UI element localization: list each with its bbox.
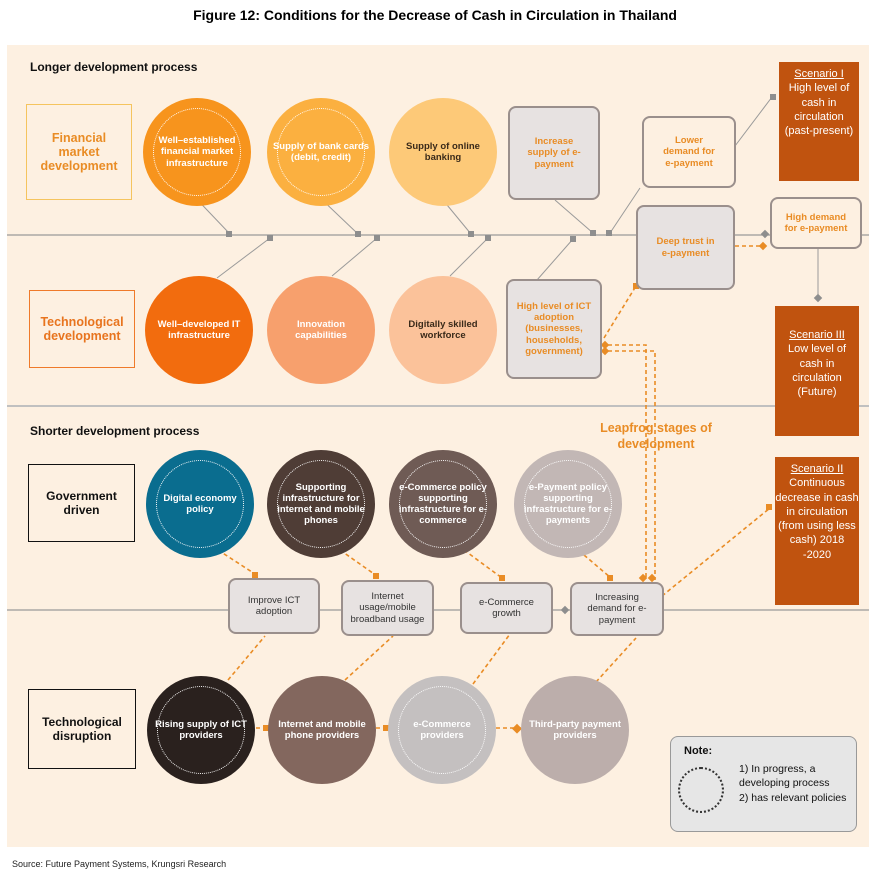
circle-ict-providers: Rising supply of ICT providers xyxy=(147,676,255,784)
circle-ecommerce-policy: e-Commerce policy supporting infrastruct… xyxy=(389,450,497,558)
circle-third-party-payment-providers: Third-party payment providers xyxy=(521,676,629,784)
circle-digitally-skilled-workforce: Digitally skilled workforce xyxy=(389,276,497,384)
source-note: Source: Future Payment Systems, Krungsri… xyxy=(12,859,227,869)
scenario-2-heading: Scenario II xyxy=(790,463,844,475)
circle-innovation-capabilities: Innovation capabilities xyxy=(267,276,375,384)
scenario-1-text: High level of cash in circulation (past-… xyxy=(784,82,854,138)
circle-supply-bank-cards: Supply of bank cards (debit, credit) xyxy=(267,98,375,206)
circle-label: Supporting infrastructure for internet a… xyxy=(277,481,365,527)
scenario-3-box: Scenario III Low level of cash in circul… xyxy=(775,306,859,436)
circle-ecommerce-providers: e-Commerce providers xyxy=(388,676,496,784)
circle-label: e-Commerce providers xyxy=(413,718,471,741)
in-progress-ring-icon xyxy=(398,686,486,774)
circle-digital-economy-policy: Digital economy policy xyxy=(146,450,254,558)
circle-label: e-Commerce policy supporting infrastruct… xyxy=(398,481,488,527)
figure-title: Figure 12: Conditions for the Decrease o… xyxy=(193,7,677,23)
circle-supply-online-banking: Supply of online banking xyxy=(389,98,497,206)
circle-label: Internet and mobile phone providers xyxy=(278,718,366,741)
circle-label: Innovation capabilities xyxy=(295,318,347,341)
scenario-3-text: Low level of cash in circulation (Future… xyxy=(787,343,847,399)
scenario-2-text: Continuous decrease in cash in circulati… xyxy=(775,477,859,561)
in-progress-ring-icon xyxy=(156,460,244,548)
box-increasing-demand-epayment: Increasing demand for e-payment xyxy=(570,582,664,636)
section-title-shorter: Shorter development process xyxy=(30,424,200,438)
category-financial-market-development: Financial market development xyxy=(26,104,132,200)
box-ecommerce-growth: e-Commerce growth xyxy=(460,582,553,634)
scenario-3-heading: Scenario III xyxy=(789,329,845,341)
circle-label: Digitally skilled workforce xyxy=(408,318,478,341)
circle-label: Well–established financial market infras… xyxy=(158,135,236,169)
scenario-1-box: Scenario I High level of cash in circula… xyxy=(779,62,859,181)
scenario-2-box: Scenario II Continuous decrease in cash … xyxy=(775,457,859,605)
circle-label: Well–developed IT infrastructure xyxy=(157,318,241,341)
box-deep-trust-epayment: Deep trust in e-payment xyxy=(636,205,735,290)
box-internet-usage: Internet usage/mobile broadband usage xyxy=(341,580,434,636)
in-progress-ring-icon xyxy=(157,686,245,774)
in-progress-ring-icon xyxy=(277,108,365,196)
circle-internet-infrastructure: Supporting infrastructure for internet a… xyxy=(267,450,375,558)
circle-label: e-Payment policy supporting infrastructu… xyxy=(523,481,613,527)
note-title: Note: xyxy=(684,745,713,757)
category-technological-development: Technological development xyxy=(29,290,135,368)
circle-internet-mobile-providers: Internet and mobile phone providers xyxy=(268,676,376,784)
leapfrog-label: Leapfrog stages of development xyxy=(600,421,712,452)
in-progress-ring-icon xyxy=(153,108,241,196)
box-increase-supply-epayment: Increase supply of e-payment xyxy=(508,106,600,200)
in-progress-ring-icon xyxy=(399,460,487,548)
circle-epayment-policy: e-Payment policy supporting infrastructu… xyxy=(514,450,622,558)
in-progress-ring-icon xyxy=(524,460,612,548)
category-technological-disruption: Technological disruption xyxy=(28,689,136,769)
box-improve-ict-adoption: Improve ICT adoption xyxy=(228,578,320,634)
box-high-ict-adoption: High level of ICT adoption (businesses, … xyxy=(506,279,602,379)
note-item-2: 2) has relevant policies xyxy=(739,792,847,804)
box-lower-demand-epayment: Lower demand for e-payment xyxy=(642,116,736,188)
in-progress-ring-icon xyxy=(678,767,724,813)
box-high-demand-epayment: High demand for e-payment xyxy=(770,197,862,249)
circle-label: Third-party payment providers xyxy=(529,718,621,741)
in-progress-ring-icon xyxy=(277,460,365,548)
circle-it-infrastructure: Well–developed IT infrastructure xyxy=(145,276,253,384)
circle-label: Supply of bank cards (debit, credit) xyxy=(272,140,370,163)
circle-label: Supply of online banking xyxy=(406,140,480,163)
section-title-longer: Longer development process xyxy=(30,60,198,74)
circle-label: Rising supply of ICT providers xyxy=(155,718,247,741)
circle-label: Digital economy policy xyxy=(163,492,237,515)
note-item-1: 1) In progress, a developing process xyxy=(739,763,830,789)
note-box: Note: 1) In progress, a developing proce… xyxy=(670,736,857,832)
circle-financial-infrastructure: Well–established financial market infras… xyxy=(143,98,251,206)
category-government-driven: Government driven xyxy=(28,464,135,542)
scenario-1-heading: Scenario I xyxy=(794,68,844,80)
